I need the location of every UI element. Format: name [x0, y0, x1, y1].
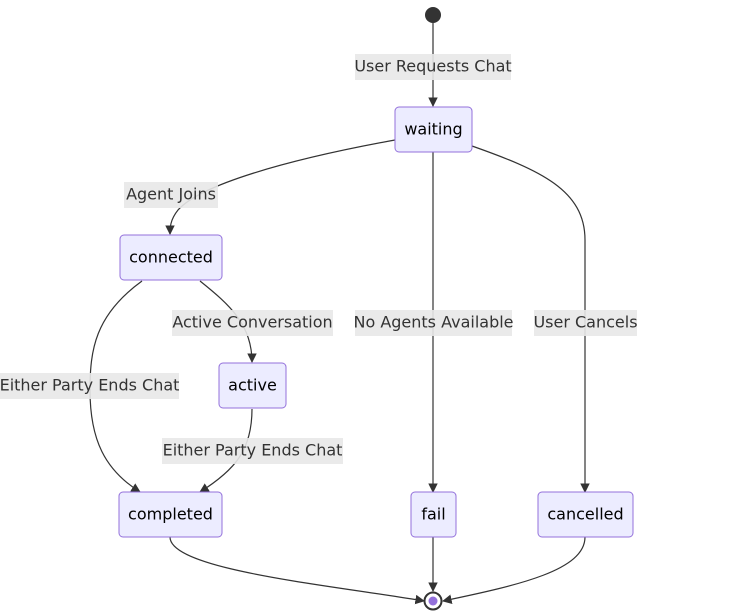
svg-text:active: active [228, 376, 277, 395]
svg-text:connected: connected [129, 248, 213, 267]
state-active[interactable]: active [218, 362, 287, 409]
label-no-agents-available: No Agents Available [353, 310, 514, 336]
state-cancelled[interactable]: cancelled [537, 491, 634, 538]
svg-text:completed: completed [128, 505, 213, 524]
svg-text:Agent Joins: Agent Joins [126, 185, 216, 204]
svg-text:Active Conversation: Active Conversation [172, 313, 332, 332]
state-fail[interactable]: fail [410, 491, 457, 538]
state-completed[interactable]: completed [118, 491, 223, 538]
start-state-marker [425, 7, 441, 23]
svg-text:waiting: waiting [404, 120, 462, 139]
svg-text:fail: fail [421, 505, 445, 524]
label-active-conversation: Active Conversation [172, 310, 333, 336]
svg-text:User Requests Chat: User Requests Chat [354, 57, 511, 76]
label-user-requests-chat: User Requests Chat [354, 54, 512, 80]
state-connected[interactable]: connected [119, 234, 223, 281]
state-waiting[interactable]: waiting [394, 106, 473, 153]
label-either-party-ends-chat-left: Either Party Ends Chat [0, 373, 179, 399]
edge-waiting-to-cancelled [471, 145, 590, 493]
label-user-cancels: User Cancels [533, 310, 638, 336]
svg-text:cancelled: cancelled [547, 505, 623, 524]
label-agent-joins: Agent Joins [124, 182, 218, 208]
svg-text:Either Party Ends Chat: Either Party Ends Chat [0, 376, 179, 395]
edge-completed-to-end [169, 536, 425, 605]
end-state-marker [423, 591, 443, 611]
edge-cancelled-to-end [442, 536, 586, 604]
label-either-party-ends-chat-right: Either Party Ends Chat [162, 438, 343, 464]
svg-text:User Cancels: User Cancels [533, 313, 637, 332]
svg-text:No Agents Available: No Agents Available [353, 313, 513, 332]
svg-text:Either Party Ends Chat: Either Party Ends Chat [163, 441, 343, 460]
